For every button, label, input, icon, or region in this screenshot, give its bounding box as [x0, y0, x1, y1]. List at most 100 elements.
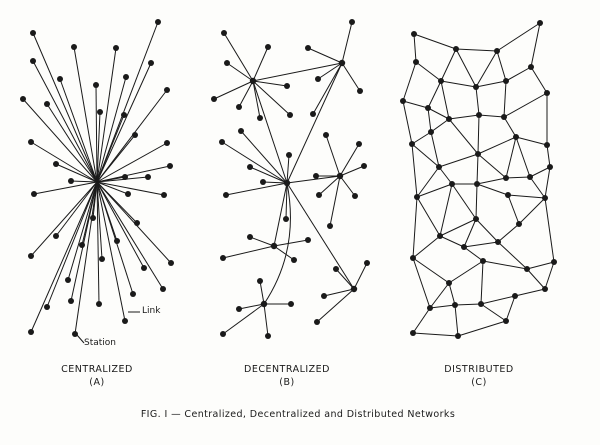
link [73, 46, 98, 183]
panel-b-letter: (B) [279, 377, 295, 388]
link [503, 116, 517, 138]
station [53, 161, 59, 167]
station [327, 223, 333, 229]
station [314, 319, 320, 325]
link [30, 181, 98, 257]
figure-caption: FIG. I — Centralized, Decentralized and … [140, 409, 456, 420]
link [476, 153, 479, 185]
station [352, 193, 358, 199]
link [252, 80, 291, 116]
link [475, 86, 480, 116]
panel-c-title: DISTRIBUTED [444, 364, 514, 375]
link [439, 183, 453, 237]
station [476, 112, 482, 118]
station [455, 333, 461, 339]
station [265, 333, 271, 339]
link [505, 136, 517, 179]
link [285, 182, 288, 220]
link [222, 245, 275, 259]
station [288, 301, 294, 307]
station [437, 233, 443, 239]
station [121, 112, 127, 118]
link [530, 66, 548, 94]
link [213, 80, 254, 100]
station [71, 44, 77, 50]
station [428, 129, 434, 135]
link [514, 288, 546, 297]
link [96, 21, 159, 183]
hub-station [350, 285, 358, 293]
station-arrow [76, 334, 85, 344]
station [122, 174, 128, 180]
link [455, 48, 477, 88]
link [223, 32, 254, 82]
panel-b-title: DECENTRALIZED [244, 364, 330, 375]
station [161, 192, 167, 198]
station [547, 164, 553, 170]
link [427, 107, 432, 133]
station [168, 260, 174, 266]
station [123, 74, 129, 80]
link [307, 47, 343, 64]
link [448, 118, 479, 155]
link [413, 33, 417, 63]
station [357, 88, 363, 94]
link [74, 181, 98, 335]
station [260, 179, 266, 185]
link [252, 80, 288, 87]
link [457, 320, 507, 337]
station [257, 278, 263, 284]
station [512, 293, 518, 299]
station [287, 112, 293, 118]
hub-station [249, 77, 257, 85]
link [413, 33, 457, 50]
station [413, 59, 419, 65]
link [427, 80, 442, 109]
station [164, 140, 170, 146]
station [473, 84, 479, 90]
station [438, 78, 444, 84]
link [544, 166, 551, 199]
station [53, 233, 59, 239]
link [252, 46, 269, 82]
link [95, 84, 98, 183]
station [247, 234, 253, 240]
link [225, 182, 288, 196]
link [448, 114, 480, 120]
link [507, 194, 520, 225]
station [30, 30, 36, 36]
link [221, 141, 288, 184]
link [480, 295, 516, 305]
link [440, 80, 450, 120]
station [65, 277, 71, 283]
station [480, 258, 486, 264]
link [475, 80, 507, 88]
link [402, 100, 413, 145]
link [544, 261, 555, 290]
link [96, 181, 100, 305]
station [528, 64, 534, 70]
link [463, 246, 484, 262]
link [412, 257, 431, 309]
link [416, 166, 440, 198]
link [402, 100, 429, 109]
station [323, 132, 329, 138]
link [416, 196, 441, 237]
link [96, 181, 145, 269]
link [238, 303, 265, 310]
station [478, 301, 484, 307]
link [515, 136, 548, 146]
station [321, 293, 327, 299]
link [286, 62, 343, 184]
link [318, 175, 341, 196]
link [226, 62, 254, 82]
panel-c-letter: (C) [471, 377, 487, 388]
link [427, 107, 450, 120]
link [412, 332, 459, 337]
link [496, 22, 541, 52]
link [286, 154, 290, 184]
link [252, 62, 343, 82]
link [317, 62, 343, 80]
link [252, 80, 288, 184]
link [455, 48, 498, 52]
